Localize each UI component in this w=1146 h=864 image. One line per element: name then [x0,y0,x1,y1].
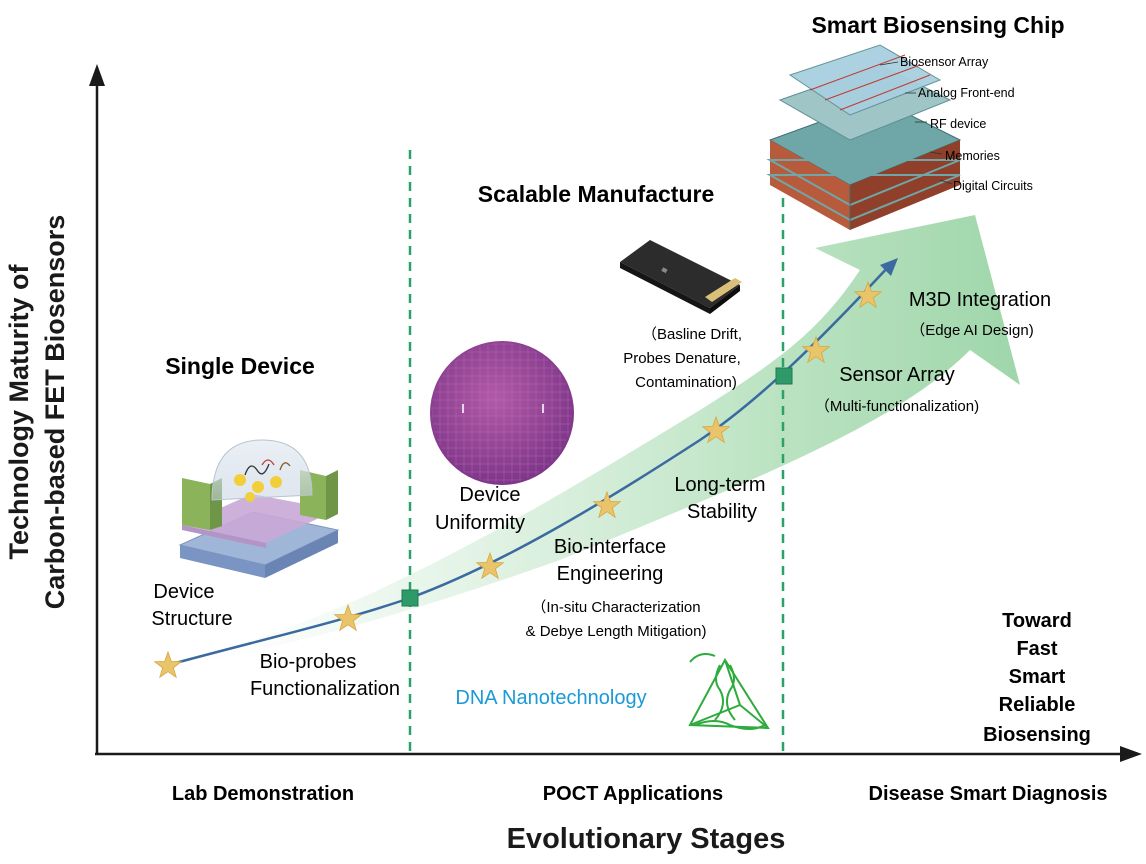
label-challenges-3: Contamination) [635,374,737,391]
chip-layer-biosensor-array: Biosensor Array [900,55,989,69]
stacked-chip-illustration [766,44,962,230]
label-long-term-2: Stability [687,501,757,523]
label-device-structure-2: Structure [151,608,232,630]
chip-layer-digital-circuits: Digital Circuits [953,179,1033,193]
label-m3d: M3D Integration [909,289,1051,311]
label-challenges-1: （Basline Drift, [642,326,742,343]
label-bio-probes-1: Bio-probes [260,651,357,673]
label-sensor-array: Sensor Array [839,364,955,386]
label-m3d-note: （Edge AI Design) [910,322,1033,339]
stage-label-disease: Disease Smart Diagnosis [869,783,1108,805]
label-sensor-array-note: （Multi-functionalization) [815,398,979,415]
label-long-term-1: Long-term [674,474,765,496]
star-device-structure [153,650,183,679]
chip-layer-rf-device: RF device [930,117,986,131]
maturity-curve [167,264,891,667]
star-bio-interface [592,490,622,519]
x-axis-label: Evolutionary Stages [507,823,786,855]
sensor-stick-illustration [620,240,742,314]
label-bio-interface-note-1: （In-situ Characterization [531,599,700,616]
star-m3d [853,280,883,309]
milestone-stars [153,280,883,679]
toward-line-2: Fast [1016,638,1057,660]
stage-marker-2 [775,367,793,385]
dna-nanotech-label: DNA Nanotechnology [455,687,646,709]
label-device-uniformity-1: Device [459,484,520,506]
star-sensor-array [801,335,831,364]
section-title-smart: Smart Biosensing Chip [811,12,1064,38]
toward-line-1: Toward [1002,610,1072,632]
stage-label-lab: Lab Demonstration [172,783,354,805]
label-bio-interface-1: Bio-interface [554,536,666,558]
star-device-uniformity [475,551,505,580]
growth-arrow-band [160,215,1020,670]
y-axis-label-line2: Carbon-based FET Biosensors [40,215,70,610]
y-axis-arrowhead [89,64,105,86]
section-title-scalable: Scalable Manufacture [478,181,714,207]
stage-marker-1 [401,589,419,607]
section-title-single: Single Device [165,353,315,379]
chip-layer-analog-frontend: Analog Front-end [918,86,1015,100]
toward-line-4: Reliable [999,694,1076,716]
toward-line-5: Biosensing [983,724,1091,746]
label-bio-interface-note-2: & Debye Length Mitigation) [526,623,707,640]
curve-arrowhead [880,258,898,276]
toward-line-3: Smart [1009,666,1066,688]
label-device-uniformity-2: Uniformity [435,512,525,534]
y-axis-label-line1: Technology Maturity of [4,263,34,559]
label-device-structure-1: Device [153,581,214,603]
star-bio-probes [333,603,363,632]
label-bio-interface-2: Engineering [557,563,664,585]
label-bio-probes-2: Functionalization [250,678,400,700]
wafer-illustration [430,341,574,485]
chip-layer-memories: Memories [945,149,1000,163]
chip-layer-leaders [879,61,953,185]
dna-tetrahedron-icon [688,653,770,730]
label-challenges-2: Probes Denature, [623,350,741,367]
single-device-illustration [178,439,340,578]
x-axis-arrowhead [1120,746,1142,762]
stage-label-poct: POCT Applications [543,783,723,805]
star-long-term [701,415,731,444]
